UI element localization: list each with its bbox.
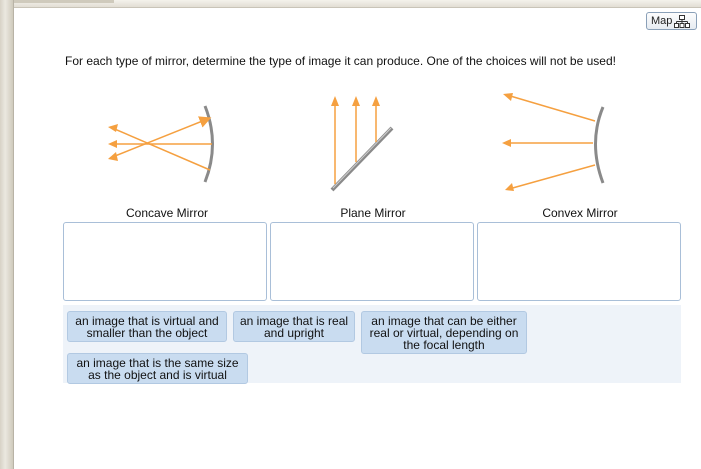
convex-arrowhead-2 <box>502 139 511 147</box>
plane-mirror-drop-zone[interactable] <box>270 222 474 301</box>
concave-ray-3 <box>109 126 211 171</box>
plane-arrowhead-2 <box>352 96 360 106</box>
convex-ray-1 <box>506 94 596 122</box>
answer-choice-virtual-smaller[interactable]: an image that is virtual and smaller tha… <box>67 311 227 342</box>
window-frame-top <box>14 0 701 8</box>
concave-arrowhead-1 <box>108 124 118 132</box>
plane-mirror-label: Plane Mirror <box>340 206 406 220</box>
convex-mirror-diagram <box>502 93 605 191</box>
convex-arrowhead-1 <box>503 93 513 101</box>
concave-mirror-surface <box>203 105 214 183</box>
window-frame-left <box>0 0 14 469</box>
sitemap-icon <box>674 14 691 28</box>
answer-choice-real-upright[interactable]: an image that is real and upright <box>233 311 355 342</box>
plane-arrowhead-1 <box>331 96 339 106</box>
question-instructions: For each type of mirror, determine the t… <box>65 54 616 68</box>
plane-mirror-highlight <box>332 127 392 189</box>
concave-mirror-label: Concave Mirror <box>125 206 209 220</box>
map-button[interactable]: Map <box>646 12 697 30</box>
concave-arrowhead-2 <box>108 140 117 148</box>
concave-mirror-drop-zone[interactable] <box>63 222 267 301</box>
map-button-label: Map <box>651 15 673 27</box>
plane-mirror-surface <box>330 126 394 192</box>
convex-mirror-drop-zone[interactable] <box>477 222 681 301</box>
plane-arrowhead-3 <box>372 96 380 106</box>
plane-mirror-diagram <box>330 96 394 192</box>
concave-ray-1 <box>109 116 212 159</box>
answer-choice-real-or-virtual[interactable]: an image that can be either real or virt… <box>361 311 527 354</box>
concave-mirror-diagram <box>108 105 214 183</box>
answer-choice-same-size-virtual[interactable]: an image that is the same size as the ob… <box>67 353 248 384</box>
convex-ray-3 <box>508 164 596 190</box>
convex-mirror-surface <box>594 106 605 184</box>
convex-mirror-label: Convex Mirror <box>542 206 618 220</box>
window-frame-notch <box>14 0 114 3</box>
convex-arrowhead-3 <box>505 183 514 191</box>
concave-arrowhead-3 <box>108 152 118 161</box>
